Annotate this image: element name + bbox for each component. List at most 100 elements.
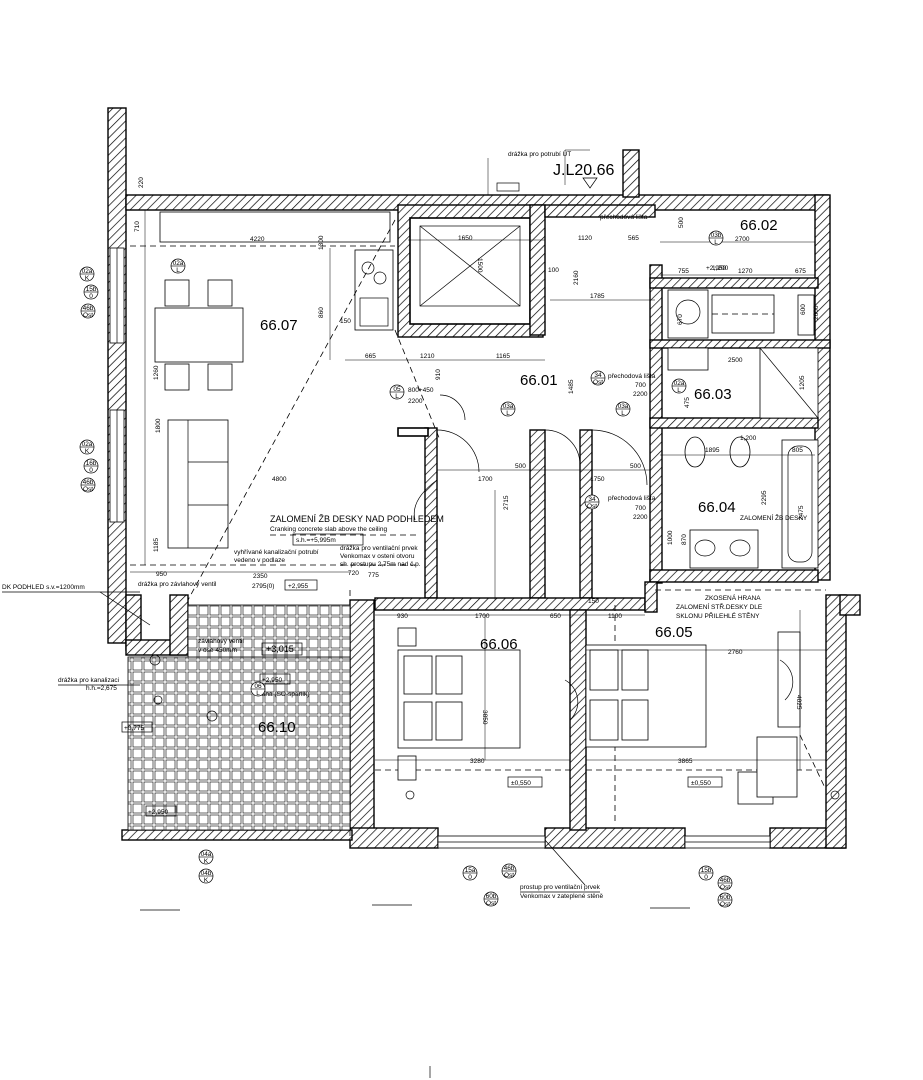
svg-text:0: 0 [468, 874, 472, 881]
note-v-ose: v ose 450mm [198, 647, 237, 654]
svg-text:K: K [204, 858, 209, 865]
note-prechodova-3: přechodová lišta [608, 495, 656, 502]
elevator-shaft [397, 204, 544, 338]
svg-text:06: 06 [254, 683, 262, 690]
terrace-strip [187, 604, 351, 658]
svg-text:0: 0 [704, 874, 708, 881]
svg-text:0: 0 [89, 293, 93, 300]
dim-1100: 1100 [608, 613, 622, 620]
dim-800: 800+450 [408, 387, 434, 394]
dim-565: 565 [628, 235, 639, 242]
svg-text:K: K [204, 877, 209, 884]
dim-150b: 150 [588, 598, 599, 605]
level-4: +0,775 [124, 725, 144, 732]
note-zavlahovy: závlahový ventil [198, 638, 244, 645]
svg-text:02a: 02a [674, 380, 685, 387]
dining-set [154, 279, 244, 391]
dim-500a: 500 [678, 217, 685, 228]
dim-1650: 1650 [458, 235, 473, 242]
bed-6605 [585, 631, 801, 805]
svg-text:05: 05 [393, 386, 401, 393]
note-drazka-vent: drážka pro závlahový ventil [138, 581, 217, 588]
interior-walls [374, 204, 831, 831]
svg-text:46b: 46b [504, 865, 515, 872]
dim-670: 670 [677, 314, 684, 325]
svg-text:L: L [677, 387, 681, 394]
svg-text:15b: 15b [86, 286, 97, 293]
dim-1165: 1165 [496, 353, 510, 360]
note-prechodova-2: přechodová lišta [608, 373, 656, 380]
dim-500c: 500 [630, 463, 641, 470]
room-6610-label: 66.10 [258, 719, 296, 736]
svg-text:K: K [85, 448, 90, 455]
dim-2350: 2350 [253, 573, 268, 580]
dim-775: 775 [368, 572, 379, 579]
dim-3280: 3280 [470, 758, 485, 765]
level-6: ±0,550 [511, 780, 531, 787]
svg-text:04a: 04a [201, 851, 212, 858]
note-vedeno: vedeno v podlaze [234, 557, 285, 564]
note-drazka-potrubi: drážka pro potrubí ÚT [508, 149, 571, 158]
dim-100a: 100 [548, 267, 559, 274]
svg-text:Ost: Ost [587, 503, 597, 510]
bed-6606 [397, 627, 521, 781]
room-6605-label: 66.05 [655, 624, 693, 641]
dim-1500: 1500 [476, 258, 483, 273]
dim-700a: 700 [635, 382, 646, 389]
dim-950: 950 [156, 571, 167, 578]
svg-text:46b: 46b [83, 305, 94, 312]
dim-500b: 500 [515, 463, 526, 470]
note-venkovni: Venkomax v zateplené stěně [520, 893, 603, 900]
dimension-lines [130, 149, 826, 770]
dim-2760: 2760 [728, 649, 743, 656]
svg-text:15b: 15b [701, 867, 712, 874]
svg-text:60b: 60b [486, 893, 497, 900]
svg-text:04b: 04b [201, 870, 212, 877]
svg-text:Ost: Ost [83, 312, 93, 319]
svg-text:15a: 15a [465, 867, 476, 874]
svg-text:L: L [506, 410, 510, 417]
note-prostup: prostup pro ventilační prvek [520, 884, 601, 891]
sofa [167, 419, 229, 549]
dim-720: 720 [348, 570, 359, 577]
svg-text:03a: 03a [618, 403, 629, 410]
note-hh: h.h.=2,675 [86, 685, 117, 692]
dim-3850: 3850 [481, 710, 488, 725]
dim-1185: 1185 [153, 538, 160, 552]
dim-475: 475 [684, 397, 691, 408]
dim-1485: 1485 [568, 379, 575, 394]
dim-2295: 2295 [761, 490, 768, 505]
notes: DK PODHLED s.v.=1200mm ZALOMENÍ ŽB DESKY… [2, 149, 808, 900]
svg-text:0: 0 [89, 467, 93, 474]
dimension-text: 220 710 4220 1300 860 665 1210 1165 150 … [134, 177, 820, 765]
dim-675: 675 [795, 268, 806, 275]
dim-755: 755 [678, 268, 689, 275]
tag-15: 05L [389, 384, 405, 400]
terrace-tiles [127, 656, 351, 831]
svg-text:03a: 03a [503, 403, 514, 410]
svg-text:16b: 16b [86, 460, 97, 467]
svg-text:L: L [621, 410, 625, 417]
note-drazka-prvek: drážka pro ventilační prvek [340, 545, 418, 552]
svg-text:03b: 03b [711, 232, 722, 239]
note-prechodova-1: přechodová lišta [600, 214, 648, 221]
dim-220: 220 [138, 177, 145, 188]
dim-4800: 4800 [272, 476, 287, 483]
dim-1270: 1270 [738, 268, 753, 275]
dim-860: 860 [318, 307, 325, 318]
svg-text:Ost: Ost [593, 379, 603, 386]
dim-3865: 3865 [678, 758, 693, 765]
